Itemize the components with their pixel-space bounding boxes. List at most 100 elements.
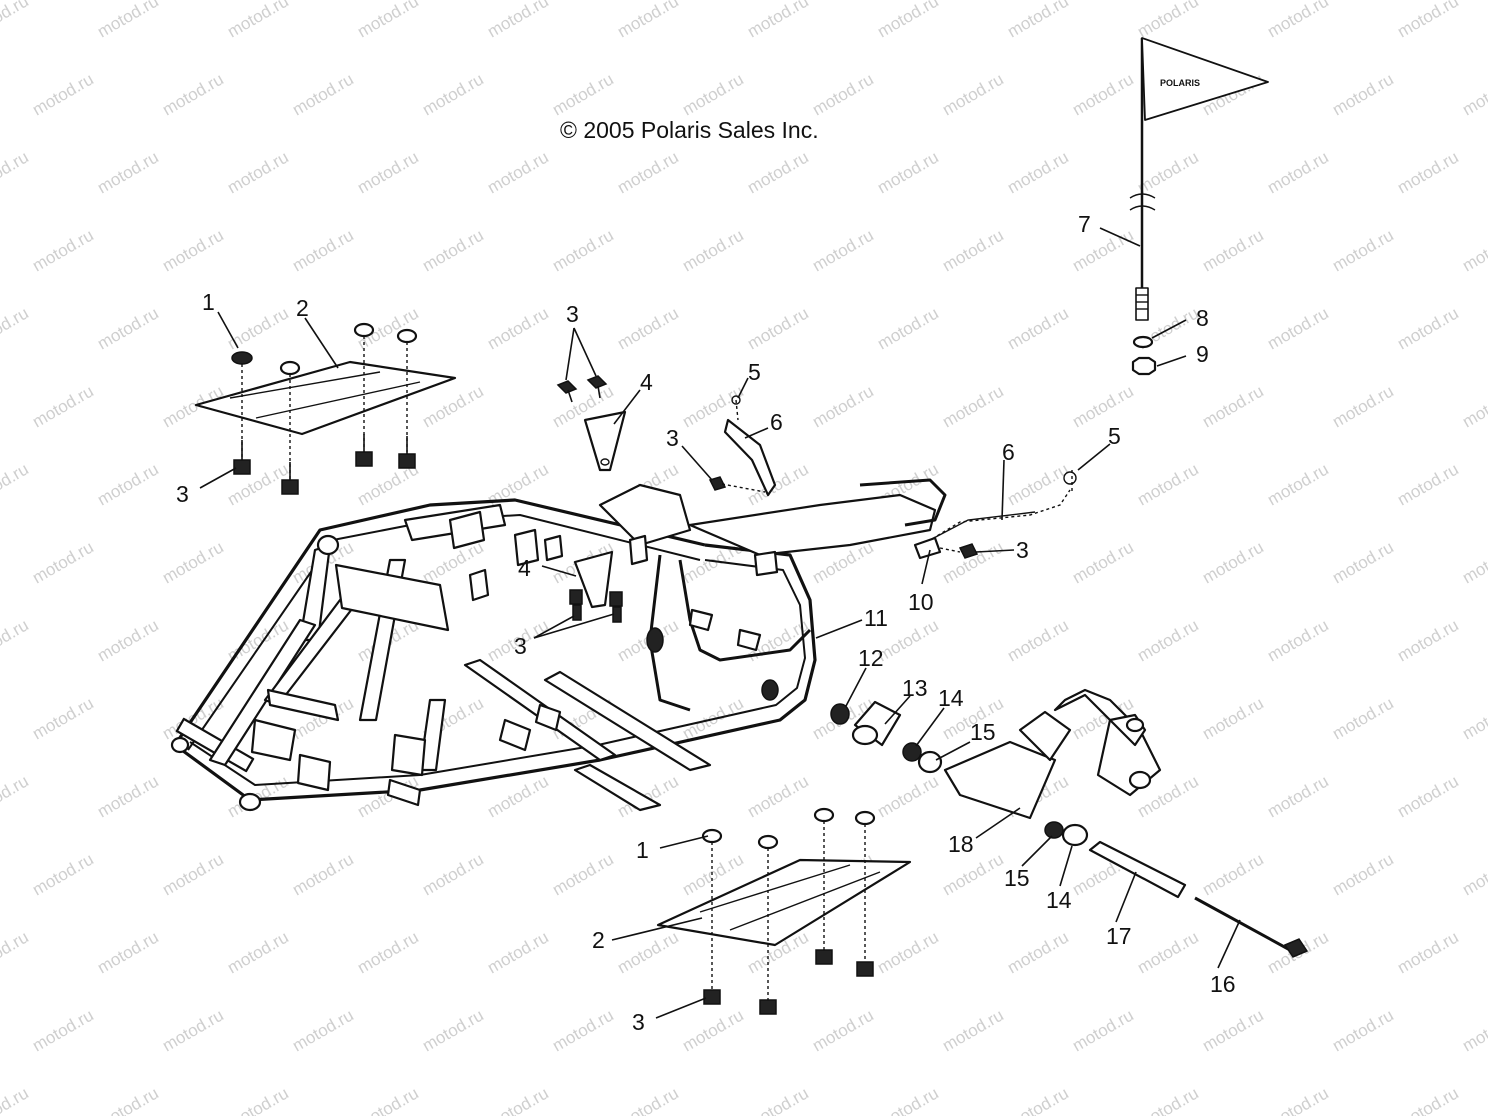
watermark-text: motod.ru bbox=[809, 69, 877, 119]
watermark-text: motod.ru bbox=[939, 225, 1007, 275]
watermark-text: motod.ru bbox=[484, 0, 552, 41]
mount-bracket bbox=[723, 418, 777, 497]
watermark-text: motod.ru bbox=[1134, 927, 1202, 977]
watermark-text: motod.ru bbox=[1004, 1083, 1072, 1116]
watermark-text: motod.ru bbox=[1134, 147, 1202, 197]
watermark-text: motod.ru bbox=[289, 69, 357, 119]
grommet-icon bbox=[231, 351, 253, 365]
watermark-text: motod.ru bbox=[159, 1005, 227, 1055]
left-skid-plate-assembly bbox=[194, 322, 457, 495]
watermark-text: motod.ru bbox=[874, 0, 942, 41]
watermark-text: motod.ru bbox=[224, 147, 292, 197]
watermark-text: motod.ru bbox=[1134, 459, 1202, 509]
watermark-text: motod.ru bbox=[159, 849, 227, 899]
watermark-text: motod.ru bbox=[744, 303, 812, 353]
watermark-text: motod.ru bbox=[1329, 1005, 1397, 1055]
watermark-text: motod.ru bbox=[1459, 225, 1488, 275]
watermark-text: motod.ru bbox=[419, 849, 487, 899]
watermark-text: motod.ru bbox=[484, 927, 552, 977]
watermark-text: motod.ru bbox=[809, 381, 877, 431]
watermark-text: motod.ru bbox=[419, 69, 487, 119]
watermark-text: motod.ru bbox=[1394, 147, 1462, 197]
watermark-text: motod.ru bbox=[549, 849, 617, 899]
watermark-text: motod.ru bbox=[1329, 693, 1397, 743]
callout-15: 15 bbox=[970, 719, 996, 745]
watermark-text: motod.ru bbox=[289, 849, 357, 899]
watermark-text: motod.ru bbox=[744, 771, 812, 821]
watermark-text: motod.ru bbox=[1199, 849, 1267, 899]
watermark-text: motod.ru bbox=[94, 771, 162, 821]
watermark-text: motod.ru bbox=[1329, 849, 1397, 899]
watermark-text: motod.ru bbox=[679, 225, 747, 275]
watermark-text: motod.ru bbox=[1329, 381, 1397, 431]
watermark-text: motod.ru bbox=[289, 225, 357, 275]
watermark-text: motod.ru bbox=[1199, 225, 1267, 275]
callout-12: 12 bbox=[858, 645, 884, 671]
watermark-text: motod.ru bbox=[1459, 1005, 1488, 1055]
watermark-text: motod.ru bbox=[1394, 303, 1462, 353]
callout-17: 17 bbox=[1106, 923, 1132, 949]
watermark-text: motod.ru bbox=[874, 147, 942, 197]
watermark-text: motod.ru bbox=[1394, 1083, 1462, 1116]
callout-5: 5 bbox=[1108, 423, 1121, 449]
watermark-text: motod.ru bbox=[159, 537, 227, 587]
watermark-text: motod.ru bbox=[939, 69, 1007, 119]
watermark-text: motod.ru bbox=[1134, 1083, 1202, 1116]
watermark-text: motod.ru bbox=[0, 459, 32, 509]
watermark-text: motod.ru bbox=[1199, 381, 1267, 431]
callout-7: 7 bbox=[1078, 211, 1091, 237]
watermark-text: motod.ru bbox=[1004, 0, 1072, 41]
watermark-text: motod.ru bbox=[1459, 381, 1488, 431]
watermark-text: motod.ru bbox=[224, 927, 292, 977]
watermark-text: motod.ru bbox=[484, 1083, 552, 1116]
watermark-text: motod.ru bbox=[1264, 771, 1332, 821]
watermark-text: motod.ru bbox=[549, 225, 617, 275]
gusset-bracket bbox=[583, 410, 627, 472]
watermark-text: motod.ru bbox=[0, 615, 32, 665]
watermark-text: motod.ru bbox=[289, 1005, 357, 1055]
watermark-text: motod.ru bbox=[29, 1005, 97, 1055]
watermark-text: motod.ru bbox=[1004, 147, 1072, 197]
watermark-text: motod.ru bbox=[224, 1083, 292, 1116]
callout-1: 1 bbox=[636, 837, 649, 863]
watermark-text: motod.ru bbox=[94, 303, 162, 353]
washer-icon bbox=[1132, 335, 1154, 349]
callout-labels: 1 2 3 3 4 5 6 3 7 8 9 6 5 3 10 4 3 11 12… bbox=[176, 211, 1236, 1035]
watermark-text: motod.ru bbox=[0, 1083, 32, 1116]
watermark-text: motod.ru bbox=[94, 615, 162, 665]
callout-3: 3 bbox=[1016, 537, 1029, 563]
watermark-text: motod.ru bbox=[484, 147, 552, 197]
callout-16: 16 bbox=[1210, 971, 1236, 997]
callout-15: 15 bbox=[1004, 865, 1030, 891]
watermark-text: motod.ru bbox=[94, 459, 162, 509]
watermark-text: motod.ru bbox=[1134, 0, 1202, 41]
watermark-text: motod.ru bbox=[1459, 849, 1488, 899]
watermark-text: motod.ru bbox=[939, 1005, 1007, 1055]
callout-10: 10 bbox=[908, 589, 934, 615]
watermark-text: motod.ru bbox=[1134, 615, 1202, 665]
watermark-text: motod.ru bbox=[1459, 693, 1488, 743]
watermark-text: motod.ru bbox=[224, 303, 292, 353]
watermark-text: motod.ru bbox=[744, 1083, 812, 1116]
callout-4: 4 bbox=[518, 555, 531, 581]
watermark-text: motod.ru bbox=[419, 381, 487, 431]
watermark-text: motod.ru bbox=[874, 771, 942, 821]
watermark-text: motod.ru bbox=[1069, 537, 1137, 587]
watermark-text: motod.ru bbox=[614, 1083, 682, 1116]
watermark-text: motod.ru bbox=[549, 69, 617, 119]
watermark-text: motod.ru bbox=[419, 225, 487, 275]
callout-8: 8 bbox=[1196, 305, 1209, 331]
watermark-text: motod.ru bbox=[614, 147, 682, 197]
watermark-text: motod.ru bbox=[1004, 303, 1072, 353]
watermark-text: motod.ru bbox=[1459, 537, 1488, 587]
watermark-text: motod.ru bbox=[744, 147, 812, 197]
watermark-text: motod.ru bbox=[354, 1083, 422, 1116]
watermark-text: motod.ru bbox=[679, 69, 747, 119]
upper-brackets bbox=[556, 375, 777, 497]
watermark-text: motod.ru bbox=[94, 147, 162, 197]
flag-logo-text: POLARIS bbox=[1160, 78, 1200, 88]
watermark-text: motod.ru bbox=[1199, 1005, 1267, 1055]
watermark-text: motod.ru bbox=[1394, 927, 1462, 977]
